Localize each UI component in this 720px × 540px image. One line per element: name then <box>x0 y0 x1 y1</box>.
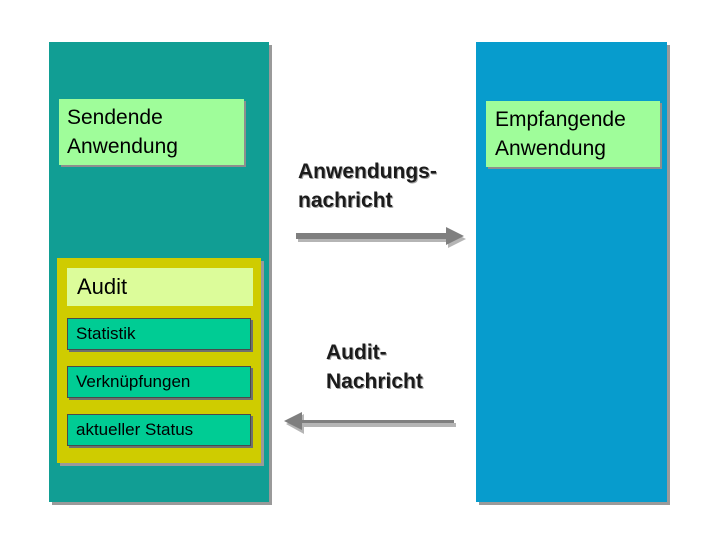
arrow-left-shape <box>284 412 454 430</box>
application-message-line-1: Anwendungs- <box>298 160 437 183</box>
sender-label-line-2: Anwendung <box>67 135 178 158</box>
receiver-label-line-1: Empfangende <box>495 108 626 131</box>
audit-item-statistik: Statistik <box>67 318 251 350</box>
arrow-right-shadow <box>298 230 466 248</box>
sender-application-box: Sendende Anwendung <box>59 99 244 165</box>
arrow-right <box>296 227 466 248</box>
receiver-label-line-2: Anwendung <box>495 137 606 160</box>
application-message-line-2: nachricht <box>298 189 393 212</box>
arrow-left-shadow <box>286 414 456 434</box>
audit-message-label: Audit- Nachricht <box>326 338 423 396</box>
audit-message-line-1: Audit- <box>326 341 387 364</box>
receiver-application-box: Empfangende Anwendung <box>486 101 660 167</box>
audit-item-status: aktueller Status <box>67 414 251 446</box>
audit-message-line-2: Nachricht <box>326 370 423 393</box>
arrow-left <box>284 412 456 434</box>
audit-item-verknuepfungen: Verknüpfungen <box>67 366 251 398</box>
arrow-right-shape <box>296 227 464 245</box>
sender-label-line-1: Sendende <box>67 106 163 129</box>
application-message-label: Anwendungs- nachricht <box>298 157 437 215</box>
audit-title: Audit <box>67 268 253 306</box>
